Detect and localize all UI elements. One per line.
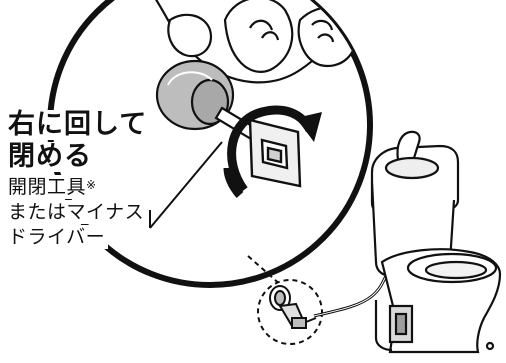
instruction-line-2: 閉める [8, 142, 96, 172]
tool-label-line-2: またはマイナス [8, 200, 147, 224]
instruction-line-1: 右に回して [8, 110, 151, 140]
toilet-illustration [372, 132, 500, 352]
tool-label-line-3: ドライバー [8, 225, 108, 249]
supply-hose [314, 270, 390, 316]
note-mark: ※ [86, 178, 97, 192]
tool-label-line-1: 開閉工具※ [8, 175, 100, 199]
valve-socket [250, 120, 300, 186]
tool-name: 開閉工具 [8, 176, 86, 198]
